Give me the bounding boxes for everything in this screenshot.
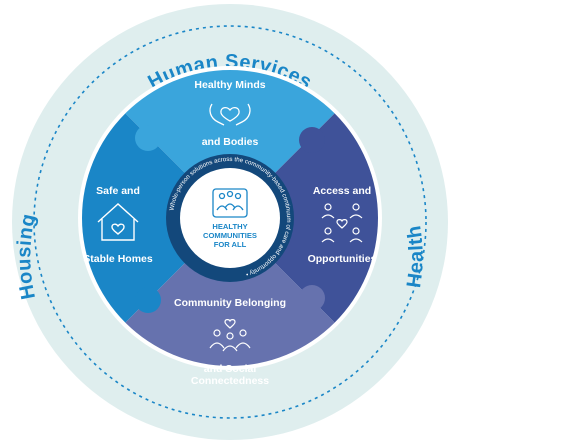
quadrant-top [90,78,370,218]
center-title-line2: COMMUNITIES [203,231,257,240]
center-circle [180,168,280,268]
left-label-line1: Safe and [96,185,140,197]
outer-ring-dashed-track [33,25,427,419]
left-label-line2: Stable Homes [83,253,153,265]
puzzle-knob-bottom-right [299,285,325,311]
right-label-line1: Access and [313,185,371,197]
top-label-line1: Healthy Minds [194,79,265,91]
people-network-icon [321,203,363,243]
top-label-line2: and Bodies [202,136,259,148]
quadrant-left [90,78,230,358]
puzzle-knob-right-top [299,127,325,153]
center-title-line1: HEALTHY [212,222,247,231]
group-hearts-icon [209,319,251,352]
quadrant-right [230,78,370,358]
right-label-line2: Opportunities [308,253,377,265]
quadrant-bottom [90,218,370,358]
center-title-line3: FOR ALL [214,240,247,249]
puzzle-knob-top-left [135,125,161,151]
bottom-label-line3: Connectedness [191,375,269,387]
family-hands-icon [212,188,248,218]
house-heart-icon [97,203,139,241]
puzzle-knob-left-bottom [135,287,161,313]
health-label: Health [403,224,428,289]
bottom-label-line2: and Social [204,363,257,375]
bottom-label-line1: Community Belonging [174,297,286,309]
hands-heart-icon [209,103,251,126]
